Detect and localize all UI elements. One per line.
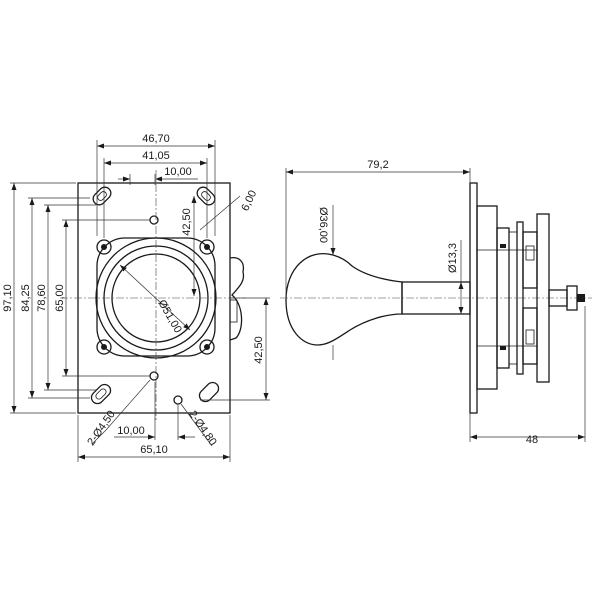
dim-width-outer: 46,70 [142, 133, 170, 145]
screw-boss-br [199, 339, 215, 355]
housing-front [476, 205, 498, 390]
corner-slot-tl [92, 186, 112, 206]
side-view: 79,2 Ø36,00 Ø13,3 48 [280, 159, 592, 446]
side-tab [229, 299, 238, 323]
dim-height-total: 97,10 [2, 284, 14, 312]
dim-ball-dia: Ø36,00 [317, 207, 329, 243]
dim-circle-dia: Ø51,00 [155, 298, 183, 335]
screw-boss-tl [96, 239, 112, 255]
front-view: 46,70 41,05 10,00 6,00 42,50 97,10 84,25… [2, 133, 270, 462]
mount-hole-top [149, 215, 159, 225]
mount-hole-bottom-right [173, 395, 183, 405]
mount-hole-bottom [149, 371, 159, 381]
dim-holes-small: 2-Ø4,50 [85, 409, 118, 448]
dim-depth: 48 [526, 434, 538, 446]
actuator-tip [577, 294, 585, 302]
dim-shaft-dia: Ø13,3 [447, 243, 459, 273]
pcb-board [516, 221, 524, 375]
dim-height-78: 78,60 [36, 284, 48, 312]
switch-block-bottom [522, 307, 538, 365]
dim-width-inner: 41,05 [142, 150, 170, 162]
dim-bottom-small: 10,00 [117, 425, 145, 437]
dim-offset-diag: 6,00 [239, 188, 259, 212]
screw-boss-tr [199, 239, 215, 255]
dim-base-width: 65,10 [140, 444, 168, 456]
corner-slot-br [198, 381, 220, 403]
dim-height-65: 65,00 [54, 284, 66, 312]
dim-vertical-inner: 42,50 [181, 208, 193, 236]
dim-holes-large: 2-Ø4,80 [186, 409, 219, 448]
dim-total-length: 79,2 [367, 159, 388, 171]
corner-slot-tr [196, 186, 216, 206]
dim-top-small: 10,00 [164, 166, 192, 178]
side-bracket [229, 257, 245, 341]
corner-slot-bl [90, 383, 112, 405]
dim-height-84: 84,25 [20, 284, 32, 312]
screw-boss-bl [96, 339, 112, 355]
ball-top [285, 253, 403, 346]
dim-lower-vertical: 42,50 [253, 336, 265, 364]
